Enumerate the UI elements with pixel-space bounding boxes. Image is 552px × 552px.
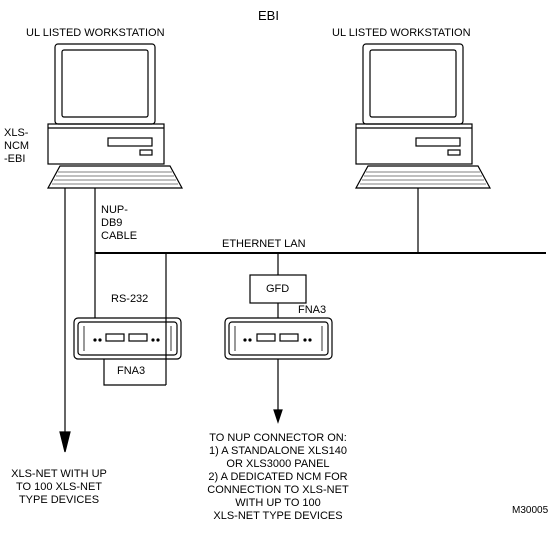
left-workstation-icon [46, 43, 184, 189]
diagram-title: EBI [258, 8, 279, 23]
fna3-right-label: FNA3 [298, 304, 327, 316]
ethernet-lan-label: ETHERNET LAN [222, 238, 306, 250]
xls-ncm-ebi-label: XLS- NCM -EBI [4, 127, 30, 165]
workstation-right-label: UL LISTED WORKSTATION [332, 27, 471, 39]
xlsnet-left-text: XLS-NET WITH UP TO 100 XLS-NET TYPE DEVI… [11, 468, 107, 506]
fna3-left-loop [103, 359, 166, 386]
fna3-left-label: FNA3 [117, 365, 146, 377]
gfd-label: GFD [266, 283, 290, 295]
nup-connector-arrowhead [273, 409, 283, 424]
rs232-label: RS-232 [111, 293, 149, 305]
fna3-left-device [73, 317, 182, 360]
fna3-right-device [224, 317, 333, 360]
xlsnet-left-arrowhead [59, 431, 71, 453]
right-workstation-icon [354, 43, 492, 189]
nup-connector-text: TO NUP CONNECTOR ON: 1) A STANDALONE XLS… [207, 432, 349, 522]
drawing-number: M30005 [512, 505, 549, 516]
workstation-left-label: UL LISTED WORKSTATION [26, 27, 165, 39]
nup-db9-cable-label: NUP- DB9 CABLE [101, 204, 138, 242]
